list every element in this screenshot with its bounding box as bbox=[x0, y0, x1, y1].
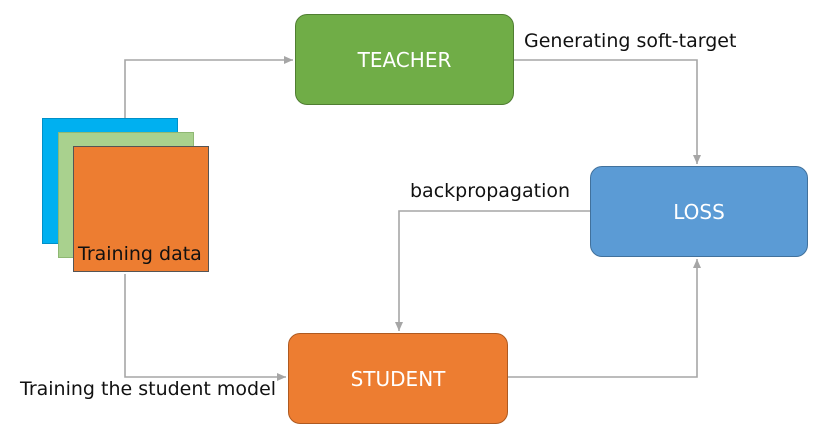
edge-loss-to-student bbox=[395, 210, 590, 331]
training-data-label: Training data bbox=[78, 243, 202, 265]
edge-student-to-loss bbox=[508, 259, 701, 378]
backpropagation-edge-label: backpropagation bbox=[410, 180, 571, 202]
edge-teacher-to-loss bbox=[514, 59, 701, 164]
edge-data-to-student bbox=[124, 274, 286, 381]
training-student-edge-label: Training the student model bbox=[20, 378, 277, 400]
data-sheet-front: Training data bbox=[73, 146, 209, 272]
loss-node: LOSS bbox=[590, 166, 808, 257]
teacher-node: TEACHER bbox=[295, 14, 514, 105]
edge-data-to-teacher bbox=[124, 56, 293, 130]
loss-label: LOSS bbox=[673, 199, 725, 224]
teacher-label: TEACHER bbox=[357, 47, 452, 72]
soft-target-edge-label: Generating soft-target bbox=[524, 30, 737, 52]
student-node: STUDENT bbox=[288, 333, 508, 424]
student-label: STUDENT bbox=[350, 366, 446, 391]
